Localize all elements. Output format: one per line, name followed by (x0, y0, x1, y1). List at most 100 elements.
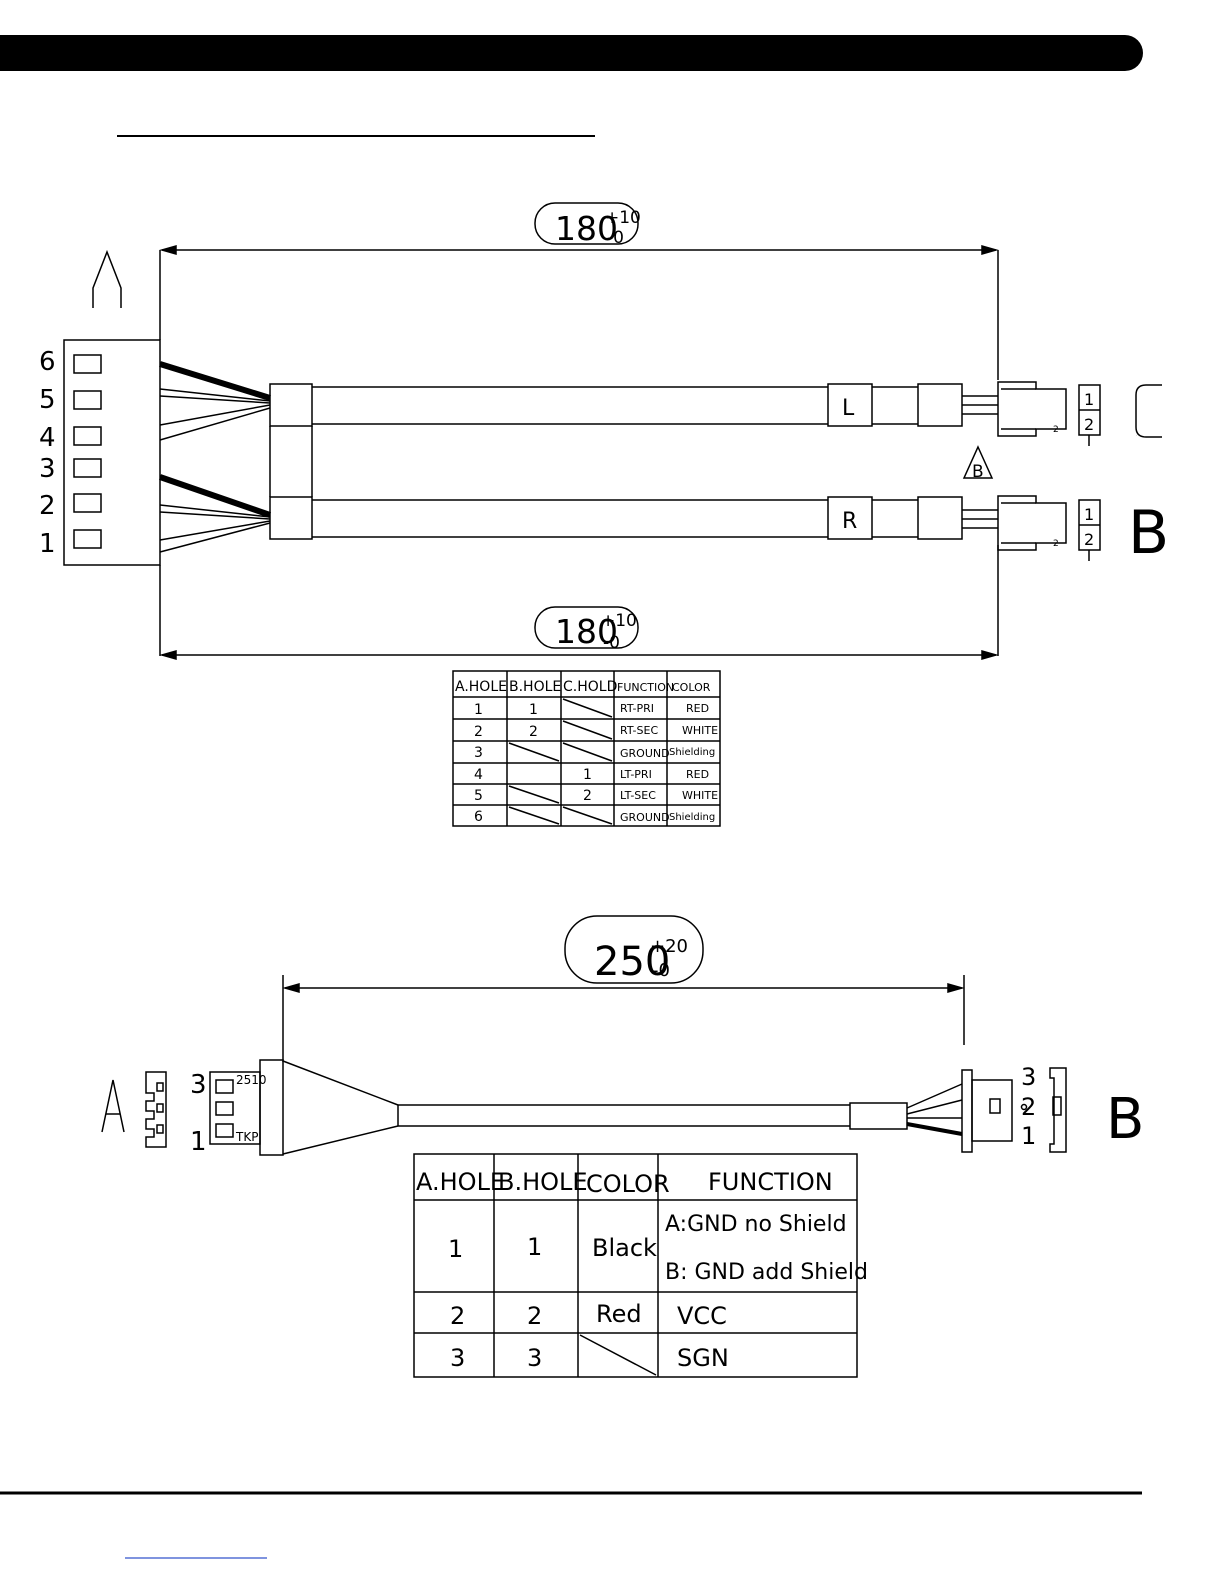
connector-a-label: A (98, 286, 99, 289)
top-wiring-table-text: A.HOLE B.HOLE C.HOLD FUNCTION COLOR 1 1 … (455, 679, 718, 825)
bottom-wiring-table-text: A.HOLE B.HOLE COLOR FUNCTION 1 1 Black A… (416, 1168, 868, 1372)
plug-b-pin: 2 (1084, 530, 1094, 549)
dim-250-tol-plus: +20 (650, 936, 688, 957)
upper-wire-fan (159, 361, 271, 441)
table-cell: WHITE (682, 789, 718, 802)
plug-c-pin: 2 (1084, 415, 1094, 434)
connector-b-label: B (1128, 498, 1169, 568)
table-header: FUNCTION (708, 1168, 833, 1196)
table-cell: SGN (677, 1344, 729, 1372)
bottom-b-pin: 1 (1021, 1122, 1036, 1150)
lower-wire-fan (159, 474, 271, 553)
table-cell: 1 (474, 702, 483, 718)
table-cell: Black (592, 1234, 657, 1262)
pin-label: 1 (39, 529, 56, 559)
dim-bottom-value: 180 (555, 612, 618, 651)
cable-r (312, 496, 998, 540)
table-cell: VCC (677, 1302, 727, 1330)
pin-number-labels: 6 5 4 3 2 1 (39, 347, 56, 559)
bottom-connector-b-label: B (1106, 1087, 1144, 1152)
top-wiring-table-grid (452, 670, 721, 827)
table-cell: GROUND (620, 747, 670, 760)
branch-r-label: R (842, 509, 857, 534)
connector-a-housing (63, 339, 161, 566)
table-cell: 4 (474, 767, 483, 783)
table-cell: Shielding (669, 812, 715, 823)
pin-label: 2 (39, 491, 56, 521)
table-cell: 1 (583, 767, 592, 783)
table-cell: A:GND no Shield (665, 1212, 847, 1237)
dim-bottom-tol-plus: +10 (601, 611, 637, 631)
cable-taper (282, 1060, 399, 1155)
dim-top-value: 180 (555, 209, 618, 248)
bottom-cable-body (397, 1083, 963, 1136)
table-cell: RT-SEC (620, 724, 658, 737)
sleeve-lower (269, 496, 313, 540)
triangle-marker (962, 445, 994, 479)
bottom-dimension (159, 545, 999, 660)
table-cell: 2 (450, 1302, 465, 1330)
table-cell: RED (686, 768, 709, 781)
top-cable-drawing (63, 202, 1162, 827)
bottom-cable-drawing (101, 915, 1067, 1378)
dim-250-tol-minus: -0 (652, 960, 670, 981)
dim-bottom-tol-minus: -0 (603, 633, 620, 653)
table-cell: 6 (474, 809, 483, 825)
table-cell: B: GND add Shield (665, 1260, 868, 1285)
table-cell: Red (596, 1300, 642, 1328)
table-cell: WHITE (682, 724, 718, 737)
table-cell: 3 (450, 1344, 465, 1372)
pin-label: 5 (39, 385, 56, 415)
plug-b-tiny-2: 2 (1053, 539, 1059, 549)
table-header: COLOR (672, 681, 711, 694)
bottom-wiring-table-grid (413, 1153, 858, 1378)
bottom-a-pin-top: 3 (190, 1070, 207, 1100)
dim-250-frame (564, 915, 704, 984)
sleeve-upper (269, 383, 313, 427)
table-cell: 3 (474, 745, 483, 761)
bottom-a-part-code: 2510 (236, 1073, 267, 1087)
table-cell: 2 (527, 1302, 542, 1330)
bottom-a-part-suffix: TKP (235, 1130, 258, 1144)
table-cell: Shielding (669, 747, 715, 758)
table-cell: RED (686, 702, 709, 715)
table-header: A.HOLE (416, 1168, 505, 1196)
table-header: B.HOLE (509, 679, 561, 695)
strain-relief-a (259, 1059, 284, 1156)
plug-c-pin: 1 (1084, 390, 1094, 409)
header-bar (0, 35, 1143, 71)
triangle-marker-label: B (972, 462, 984, 482)
plug-c-tiny-2: 2 (1053, 425, 1059, 435)
dim-top-tol-minus: -0 (607, 228, 624, 248)
table-cell: 2 (529, 724, 538, 740)
cable-l (312, 383, 998, 427)
bottom-connector-b (961, 1067, 1067, 1153)
dim-250-value: 250 (594, 939, 670, 985)
table-cell: LT-PRI (620, 768, 652, 781)
connector-a-pins (73, 354, 102, 549)
table-cell: 1 (448, 1235, 463, 1263)
plug-c (997, 381, 1162, 446)
plug-b (997, 495, 1101, 561)
connector-a-marker (92, 249, 122, 308)
table-cell: 5 (474, 788, 483, 804)
plug-b-pin: 1 (1084, 505, 1094, 524)
table-cell: 1 (527, 1233, 542, 1261)
table-header: COLOR (586, 1170, 670, 1198)
bottom-connector-a-label: A (102, 1128, 103, 1131)
table-cell: LT-SEC (620, 789, 656, 802)
branch-l-label: L (842, 396, 855, 421)
connector-c-label: C (1136, 435, 1137, 437)
top-dimension (159, 202, 999, 380)
pin-label: 3 (39, 454, 56, 484)
table-header: B.HOLE (498, 1168, 588, 1196)
pin-label: 4 (39, 423, 56, 453)
bottom-connector-a-side (145, 1071, 167, 1148)
table-cell: GROUND (620, 811, 670, 824)
table-header: C.HOLD (563, 679, 617, 695)
table-cell: 2 (474, 724, 483, 740)
table-header: A.HOLE (455, 679, 507, 695)
table-cell: 2 (583, 788, 592, 804)
pin-label: 6 (39, 347, 56, 377)
dim-top-tol-plus: +10 (605, 208, 641, 228)
